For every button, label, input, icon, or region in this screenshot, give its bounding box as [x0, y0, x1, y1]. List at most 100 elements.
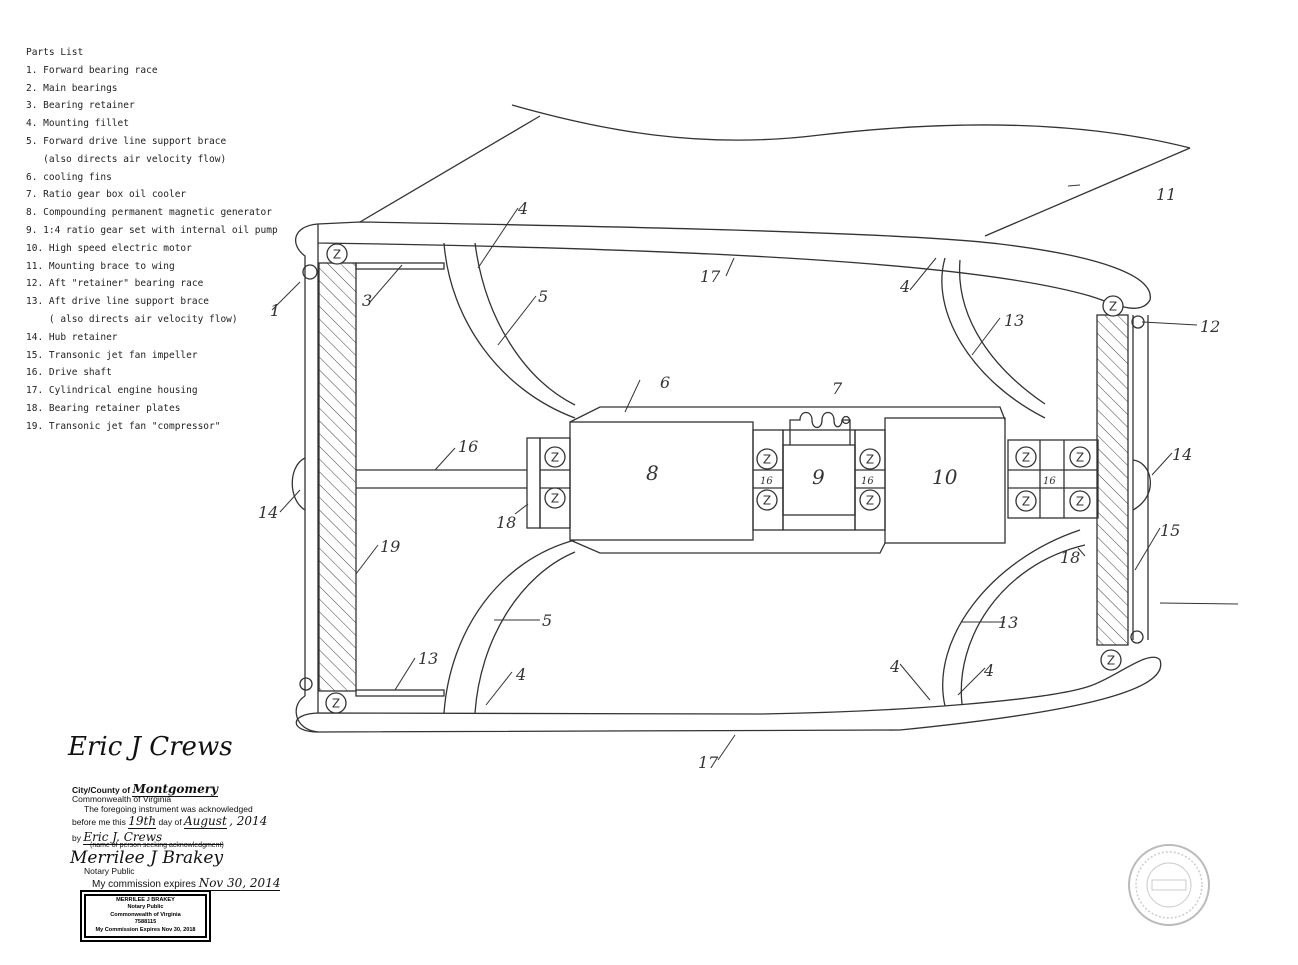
callout-7: 7	[832, 379, 843, 398]
aft-brace-top-inner	[958, 259, 1046, 405]
parts-list-item: 15. Transonic jet fan impeller	[26, 349, 198, 361]
commonwealth-line: Commonwealth of Virginia	[72, 794, 172, 804]
bearing-circle	[859, 489, 881, 511]
bearing-label: Z	[1109, 300, 1117, 314]
bearing-circle	[326, 243, 348, 265]
inventor-signature: Eric J Crews	[68, 732, 233, 762]
bearing-retainer-bottom	[355, 689, 445, 697]
parts-list-item: 13. Aft drive line support brace	[26, 296, 210, 308]
name-caption: (name of person seeking acknowledgment)	[90, 842, 224, 849]
callout-13: 13	[418, 649, 438, 668]
notary-block: Eric J Crews City/County of Montgomery C…	[60, 730, 300, 950]
bearing-circle	[756, 448, 778, 470]
bearing-circle	[859, 448, 881, 470]
bearing-circle	[544, 446, 566, 468]
parts-list-item: 19. Transonic jet fan "compressor"	[26, 420, 221, 432]
callout-16: 16	[458, 437, 478, 456]
callout-1: 1	[270, 301, 280, 320]
parts-list-item: 1. Forward bearing race	[26, 64, 158, 76]
notary-public-label: Notary Public	[84, 866, 135, 876]
bearing-circle	[1069, 446, 1091, 468]
bearing-circle	[325, 692, 347, 714]
bearing-circle	[1015, 446, 1037, 468]
parts-list-item: 8. Compounding permanent magnetic genera…	[26, 207, 272, 219]
label-16: 16	[760, 476, 773, 487]
parts-list-item: 14. Hub retainer	[26, 331, 118, 343]
callout-3: 3	[362, 291, 372, 310]
month-value: August	[183, 814, 227, 829]
callout-4: 4	[517, 199, 528, 218]
stamp-line: My Commission Expires Nov 30, 2018	[95, 926, 196, 933]
wing-outline	[511, 104, 1191, 149]
compressor-front	[318, 262, 357, 692]
front-lip-top	[295, 223, 319, 268]
label-8: 8	[646, 461, 659, 485]
aft-brace-bottom	[942, 529, 1081, 707]
engine-housing-top	[317, 221, 1151, 309]
commission-value: Nov 30, 2014	[198, 876, 281, 891]
label-16: 16	[1043, 476, 1056, 487]
bearing-block-aft	[1007, 439, 1099, 519]
cooling-fins	[569, 406, 1006, 423]
label-10: 10	[932, 465, 958, 489]
notary-signature: Merrilee J Brakey	[70, 848, 224, 868]
parts-list-item: (also directs air velocity flow)	[26, 153, 227, 165]
callout-13: 13	[1004, 311, 1024, 330]
parts-list-item: 11. Mounting brace to wing	[26, 260, 175, 272]
bearing-circle	[544, 487, 566, 509]
corporate-seal-icon	[1128, 844, 1210, 926]
bearing-label: Z	[866, 453, 874, 467]
bearing-label: Z	[1076, 495, 1084, 509]
engine-housing-bottom	[295, 656, 1162, 733]
bearing-label: Z	[551, 492, 559, 506]
callout-4: 4	[515, 665, 526, 684]
callout-4: 4	[983, 661, 994, 680]
callout-4: 4	[889, 657, 900, 676]
bearing-circle	[1015, 490, 1037, 512]
bearing-label: Z	[763, 453, 771, 467]
stamp-line: MERRILEE J BRAKEY	[116, 897, 175, 903]
bearing-retainer-plate-front	[526, 437, 541, 529]
parts-list-item: 3. Bearing retainer	[26, 100, 135, 112]
bearing-circle	[1069, 490, 1091, 512]
aft-brace-bottom-inner	[960, 544, 1086, 705]
acknowledgment-line: The foregoing instrument was acknowledge…	[84, 804, 253, 814]
parts-list-item: 12. Aft "retainer" bearing race	[26, 278, 204, 290]
parts-list-item: 2. Main bearings	[26, 82, 118, 94]
label-9: 9	[812, 465, 825, 489]
bearing-label: Z	[332, 697, 340, 711]
forward-hub-retainer	[291, 457, 306, 511]
by-label: by	[72, 833, 81, 843]
bearing-circle	[1102, 295, 1124, 317]
forward-brace-top-inner	[474, 242, 576, 406]
stamp-line: 7588115	[134, 919, 157, 926]
bearing-circle	[1100, 649, 1122, 671]
callout-5: 5	[538, 287, 548, 306]
callout-18: 18	[496, 513, 516, 532]
generator-box	[569, 421, 754, 541]
forward-brace-bottom	[443, 539, 576, 714]
forward-brace-top	[443, 242, 576, 419]
bearing-label: Z	[1022, 451, 1030, 465]
callout-13: 13	[998, 613, 1018, 632]
parts-list-heading: Parts List	[26, 47, 84, 58]
parts-list-item: 7. Ratio gear box oil cooler	[26, 189, 187, 201]
impeller-aft	[1096, 314, 1129, 646]
label-16: 16	[861, 476, 874, 487]
stamp-line: Notary Public	[127, 904, 164, 911]
stamp-line: Commonwealth of Virginia	[110, 911, 181, 918]
cooling-fins-bottom	[569, 539, 886, 554]
notary-stamp: MERRILEE J BRAKEY Notary Public Commonwe…	[84, 894, 207, 938]
forward-brace-bottom-inner	[474, 551, 576, 714]
callout-14: 14	[258, 503, 278, 522]
callout-17: 17	[698, 753, 719, 772]
bearing-label: Z	[333, 248, 341, 262]
before-me-label: before me this	[72, 817, 126, 827]
parts-list: Parts List 1. Forward bearing race 2. Ma…	[26, 44, 278, 436]
oil-cooler-coil	[789, 411, 851, 445]
parts-list-item: 9. 1:4 ratio gear set with internal oil …	[26, 224, 278, 236]
aft-hub-retainer	[1132, 459, 1151, 511]
